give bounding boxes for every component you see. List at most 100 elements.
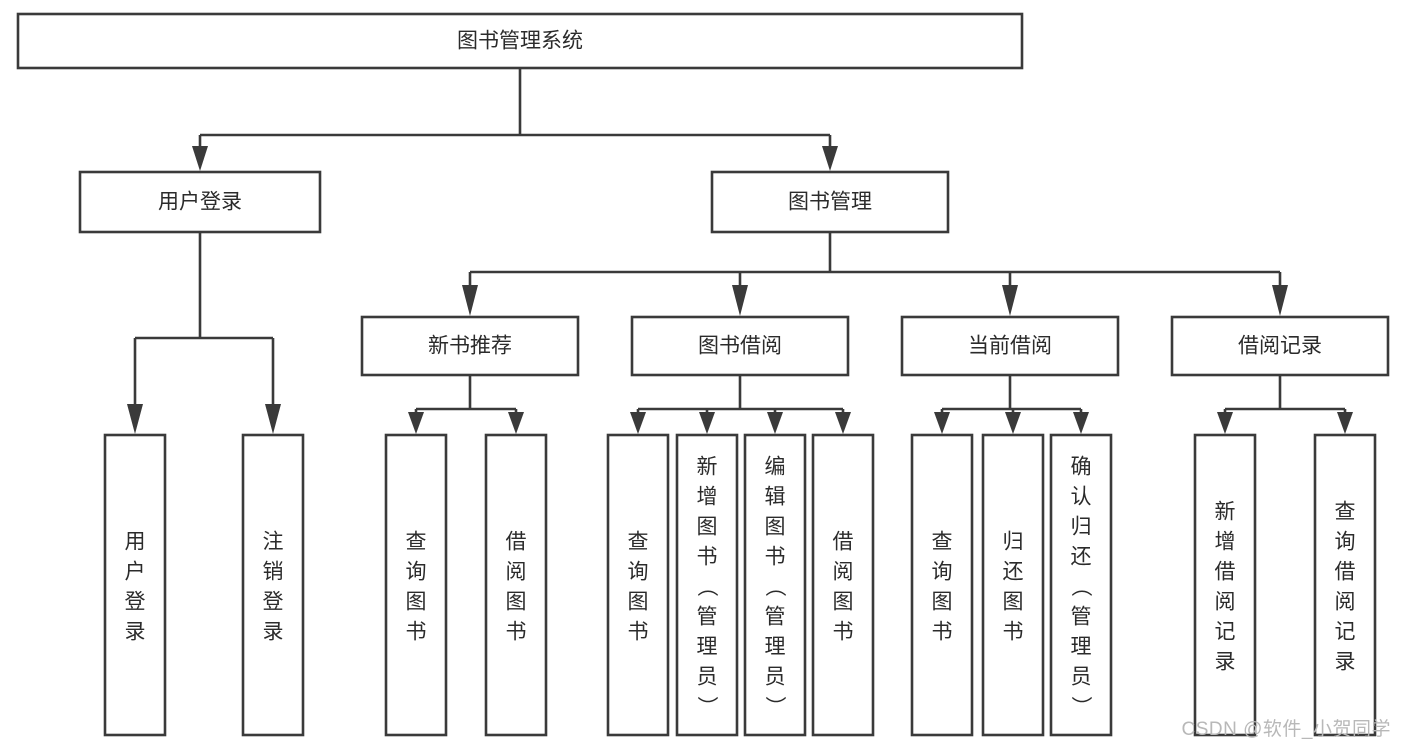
arrowhead-leaf-borrow-book-2 bbox=[835, 412, 851, 434]
new-book-recommend-label: 新书推荐 bbox=[428, 335, 512, 358]
svg-text:查: 查 bbox=[932, 530, 953, 553]
arrowhead-leaf-user-login bbox=[127, 404, 143, 434]
svg-text:查: 查 bbox=[628, 530, 649, 553]
leaf-return-book-box[interactable] bbox=[981, 433, 1045, 737]
leaf-query-book-1-box[interactable] bbox=[384, 433, 448, 737]
user-login-box[interactable] bbox=[78, 170, 322, 234]
svg-text:增: 增 bbox=[1215, 530, 1236, 553]
svg-text:借: 借 bbox=[1215, 560, 1236, 583]
svg-text:理: 理 bbox=[1071, 635, 1092, 658]
arrowhead-leaf-add-book-admin bbox=[699, 412, 715, 434]
leaf-borrow-book-2-box[interactable] bbox=[811, 433, 875, 737]
arrowhead-leaf-add-borrow-record bbox=[1217, 412, 1233, 434]
book-borrow-box[interactable] bbox=[630, 315, 850, 377]
leaf-user-login-label: 用户登录 bbox=[125, 530, 146, 643]
leaf-query-book-3-box[interactable] bbox=[910, 433, 974, 737]
svg-text:询: 询 bbox=[628, 560, 649, 583]
node-current-borrow[interactable]: 当前借阅 bbox=[900, 315, 1120, 377]
current-borrow-box[interactable] bbox=[900, 315, 1120, 377]
svg-text:注: 注 bbox=[263, 530, 284, 553]
leaf-text-layer: 用户登录注销登录查询图书借阅图书查询图书新增图书（管理员）编辑图书（管理员）借阅… bbox=[125, 455, 1356, 717]
svg-text:书: 书 bbox=[765, 545, 786, 568]
leaf-logout-login-box[interactable] bbox=[241, 433, 305, 737]
svg-text:图: 图 bbox=[932, 590, 953, 613]
node-new-book-recommend[interactable]: 新书推荐 bbox=[360, 315, 580, 377]
svg-text:阅: 阅 bbox=[1335, 590, 1356, 613]
node-book-borrow[interactable]: 图书借阅 bbox=[630, 315, 850, 377]
book-management-box[interactable] bbox=[710, 170, 950, 234]
leaf-user-login-box[interactable] bbox=[103, 433, 167, 737]
svg-text:借: 借 bbox=[1335, 560, 1356, 583]
svg-text:归: 归 bbox=[1071, 515, 1092, 538]
svg-text:管: 管 bbox=[1071, 605, 1092, 628]
arrowhead-leaf-borrow-book-1 bbox=[508, 412, 524, 434]
node-borrow-record[interactable]: 借阅记录 bbox=[1170, 315, 1390, 377]
svg-text:理: 理 bbox=[765, 635, 786, 658]
svg-text:员: 员 bbox=[697, 665, 718, 688]
svg-text:图: 图 bbox=[628, 590, 649, 613]
svg-text:员: 员 bbox=[765, 665, 786, 688]
leaf-edit-book-admin-box[interactable] bbox=[743, 433, 807, 737]
arrowhead-book-management bbox=[822, 146, 838, 171]
svg-text:新: 新 bbox=[1215, 500, 1236, 523]
svg-text:认: 认 bbox=[1071, 485, 1092, 508]
connector-layer bbox=[127, 68, 1353, 434]
svg-text:员: 员 bbox=[1071, 665, 1092, 688]
svg-text:销: 销 bbox=[263, 560, 284, 583]
svg-text:登: 登 bbox=[263, 590, 284, 613]
svg-text:录: 录 bbox=[1335, 650, 1356, 673]
svg-text:录: 录 bbox=[263, 620, 284, 643]
arrowhead-book-borrow bbox=[732, 285, 748, 316]
svg-text:书: 书 bbox=[506, 620, 527, 643]
svg-text:图: 图 bbox=[406, 590, 427, 613]
svg-text:书: 书 bbox=[406, 620, 427, 643]
svg-text:书: 书 bbox=[628, 620, 649, 643]
svg-text:（: （ bbox=[1069, 576, 1092, 597]
root-box[interactable] bbox=[16, 12, 1024, 70]
leaf-layer bbox=[103, 433, 1377, 737]
arrowhead-leaf-query-book-1 bbox=[408, 412, 424, 434]
svg-text:询: 询 bbox=[1335, 530, 1356, 553]
arrowhead-leaf-logout-login bbox=[265, 404, 281, 434]
arrowhead-borrow-record bbox=[1272, 285, 1288, 316]
arrowhead-user-login bbox=[192, 146, 208, 171]
svg-text:图: 图 bbox=[833, 590, 854, 613]
svg-text:编: 编 bbox=[765, 455, 786, 478]
arrowhead-leaf-query-book-2 bbox=[630, 412, 646, 434]
leaf-add-book-admin-box[interactable] bbox=[675, 433, 739, 737]
leaf-confirm-return-admin-box[interactable] bbox=[1049, 433, 1113, 737]
node-root[interactable]: 图书管理系统 bbox=[16, 12, 1024, 70]
svg-text:图: 图 bbox=[506, 590, 527, 613]
svg-text:户: 户 bbox=[125, 560, 146, 583]
svg-text:查: 查 bbox=[406, 530, 427, 553]
leaf-query-book-2-box[interactable] bbox=[606, 433, 670, 737]
leaf-query-borrow-record-box[interactable] bbox=[1313, 433, 1377, 737]
svg-text:图: 图 bbox=[1003, 590, 1024, 613]
svg-text:（: （ bbox=[695, 576, 718, 597]
borrow-record-box[interactable] bbox=[1170, 315, 1390, 377]
node-user-login[interactable]: 用户登录 bbox=[78, 170, 322, 234]
book-borrow-label: 图书借阅 bbox=[698, 335, 782, 358]
svg-text:书: 书 bbox=[833, 620, 854, 643]
svg-text:还: 还 bbox=[1003, 560, 1024, 583]
leaf-add-borrow-record-box[interactable] bbox=[1193, 433, 1257, 737]
svg-text:理: 理 bbox=[697, 635, 718, 658]
node-book-management[interactable]: 图书管理 bbox=[710, 170, 950, 234]
arrowhead-leaf-return-book bbox=[1005, 412, 1021, 434]
new-book-recommend-box[interactable] bbox=[360, 315, 580, 377]
book-management-label: 图书管理 bbox=[788, 191, 872, 214]
leaf-borrow-book-1-box[interactable] bbox=[484, 433, 548, 737]
svg-text:阅: 阅 bbox=[833, 560, 854, 583]
svg-text:登: 登 bbox=[125, 590, 146, 613]
svg-text:管: 管 bbox=[765, 605, 786, 628]
svg-text:增: 增 bbox=[697, 485, 718, 508]
current-borrow-label: 当前借阅 bbox=[968, 335, 1052, 358]
svg-text:书: 书 bbox=[1003, 620, 1024, 643]
svg-text:归: 归 bbox=[1003, 530, 1024, 553]
